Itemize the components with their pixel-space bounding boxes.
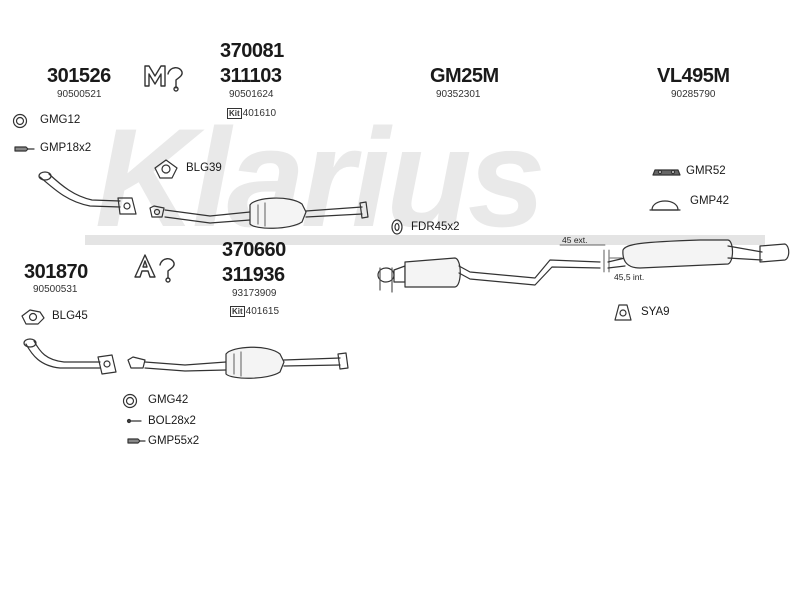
kit-number: 401610 [242,108,277,119]
mount-a-icon [134,254,175,283]
part-number-301870: 301870 [24,261,88,283]
part-number-gm25m: GM25M [430,65,499,87]
fitting-bol28: BOL28x2 [148,415,196,427]
rubber-mount-icon [652,169,681,176]
bolt-icon [126,418,142,424]
kit-icon: Kit [227,108,242,119]
center-silencer-drawing [377,257,601,293]
oe-number-vl495m: 90285790 [671,89,716,100]
part-number-311936: 311936 [222,264,285,286]
fitting-gmg12: GMG12 [40,114,81,126]
fitting-gmr52: GMR52 [686,165,726,177]
rear-silencer-drawing [607,239,790,269]
gasket-ring-icon-2 [122,393,138,409]
oe-number-311936: 93173909 [232,288,277,299]
kit-number-2: 401615 [245,306,280,317]
clamp-icon-2 [127,438,146,444]
fitting-gmp55: GMP55x2 [148,435,200,447]
front-pipe-drawing-2 [23,338,117,375]
dimension-int: 45,5 int. [614,272,645,282]
front-pipe-drawing [38,171,137,215]
oe-number-gm25m: 90352301 [436,89,481,100]
oe-number-311103: 90501624 [229,89,274,100]
hanger-icon [614,304,632,321]
flange-gasket-icon-2 [21,309,45,325]
part-number-vl495m: VL495M [657,65,730,87]
fitting-gmp42: GMP42 [690,195,729,207]
flange-gasket-icon [154,159,178,179]
catalyst-pipe-drawing [149,197,369,229]
fitting-sya9: SYA9 [641,306,670,318]
fitting-blg39: BLG39 [186,162,222,174]
kit-icon-2: Kit [230,306,245,317]
part-number-311103: 311103 [220,65,282,87]
part-number-370660: 370660 [222,239,286,261]
fitting-fdr45: FDR45x2 [411,221,460,233]
clamp-icon [14,146,35,152]
part-number-370081: 370081 [220,40,284,62]
fitting-gmp18: GMP18x2 [40,142,92,154]
oe-number-301870: 90500531 [33,284,78,295]
gasket-ring-icon [12,113,28,129]
catalyst-pipe-drawing-2 [127,346,349,379]
fitting-blg45: BLG45 [52,310,88,322]
rubber-ring-icon [391,219,403,235]
oe-number-301526: 90500521 [57,89,102,100]
clamp-u-icon [649,200,681,211]
watermark-bar [85,235,765,245]
part-number-301526: 301526 [47,65,111,87]
fitting-gmg42: GMG42 [148,394,189,406]
dimension-ext: 45 ext. [562,235,588,245]
mount-m-icon [144,65,183,92]
